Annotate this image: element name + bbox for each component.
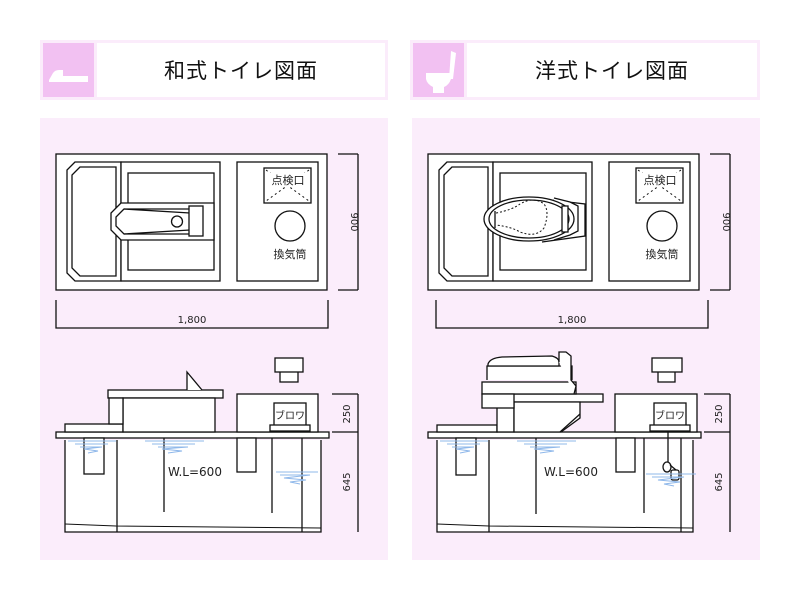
vent-pipe — [646, 210, 678, 242]
western-toilet-drawing: 点検口 換気筒 900 1,800 — [427, 153, 731, 533]
depth-dimension-label: 900 — [348, 212, 359, 231]
lower-dimension-label: 645 — [342, 472, 353, 491]
squat-toilet — [110, 202, 215, 241]
vent-pipe-label: 換気筒 — [646, 247, 679, 261]
width-dimension-label: 1,800 — [178, 315, 207, 326]
tank-body — [64, 440, 322, 533]
width-dimension-line — [435, 300, 709, 329]
water-level-label: W.L=600 — [168, 465, 222, 479]
inspection-hatch-label: 点検口 — [644, 173, 677, 187]
section-title: 和式トイレ図面 — [97, 43, 385, 97]
drawing-panel-western: 点検口 換気筒 900 1,800 — [412, 118, 760, 560]
water-surface — [68, 440, 318, 485]
western-toilet-icon — [413, 43, 464, 97]
squat-toilet-icon — [43, 43, 94, 97]
plan-view: 点検口 換気筒 900 1,800 — [55, 153, 359, 329]
plan-tank-inner — [443, 166, 489, 277]
plan-view: 点検口 換気筒 900 1,800 — [427, 153, 731, 329]
width-dimension-label: 1,800 — [558, 315, 587, 326]
blower-label: ブロワ — [275, 409, 305, 422]
water-level-label: W.L=600 — [544, 465, 598, 479]
lower-dimension-label: 645 — [714, 472, 725, 491]
header-japanese-toilet: 和式トイレ図面 — [40, 40, 388, 100]
western-toilet — [483, 196, 586, 243]
section-title: 洋式トイレ図面 — [467, 43, 757, 97]
elevation-dimension-line — [332, 393, 359, 532]
toilet-body — [122, 397, 216, 433]
drawing-panel-japanese: 点検口 換気筒 900 1,800 — [40, 118, 388, 560]
slab — [55, 431, 330, 439]
japanese-toilet-drawing: 点検口 換気筒 900 1,800 — [55, 153, 359, 533]
water-surface — [440, 440, 696, 487]
header-western-toilet: 洋式トイレ図面 — [410, 40, 760, 100]
inspection-hatch-label: 点検口 — [272, 173, 305, 187]
western-toilet-side — [481, 351, 604, 433]
vent-pipe-label: 換気筒 — [274, 247, 307, 261]
plan-tank-inner — [71, 166, 117, 277]
upper-dimension-label: 250 — [342, 404, 353, 423]
width-dimension-line — [55, 300, 329, 329]
toilet-top — [107, 389, 224, 399]
float-switch — [662, 431, 680, 481]
slab — [427, 431, 702, 439]
toilet-splash-guard — [186, 370, 203, 391]
depth-dimension-label: 900 — [720, 212, 731, 231]
depth-dimension-line — [338, 153, 359, 291]
blower-label: ブロワ — [655, 409, 685, 422]
elevation-dimension-line — [704, 393, 731, 532]
elevation-view: ブロワ W.L=600 250 645 — [427, 351, 731, 533]
upper-dimension-label: 250 — [714, 404, 725, 423]
depth-dimension-line — [710, 153, 731, 291]
vent-pipe — [274, 210, 306, 242]
elevation-view: ブロワ W.L=600 250 645 — [55, 357, 359, 533]
